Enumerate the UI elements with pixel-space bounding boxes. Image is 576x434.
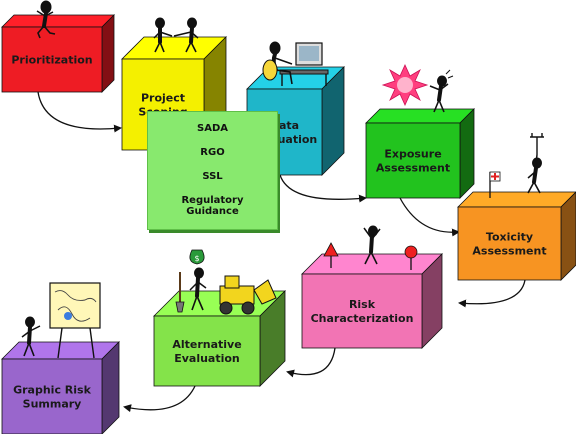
arrow-prioritization-to-scoping xyxy=(37,91,122,133)
sun-burst-icon xyxy=(381,64,429,106)
step-prioritization: Prioritization xyxy=(1,14,115,93)
cube-front xyxy=(365,122,461,199)
step-label-risk-characterization-1: Characterization xyxy=(311,312,414,325)
arrow-alternative-to-summary xyxy=(123,385,196,413)
cube-side xyxy=(459,108,475,199)
panel-item-ssl: SSL xyxy=(202,170,223,182)
stick-figure-prioritization xyxy=(36,0,56,39)
stick-figure-exposure xyxy=(429,69,454,113)
cube-front xyxy=(153,315,261,387)
arrow-data-to-exposure xyxy=(279,174,367,203)
stick-figure-alternative xyxy=(175,267,207,313)
cube-front xyxy=(1,26,103,93)
resources-panel: SADA RGO SSL Regulatory Guidance xyxy=(147,111,278,230)
desk-icon xyxy=(279,69,329,75)
step-label-alternative-evaluation-1: Evaluation xyxy=(174,352,240,365)
money-bag-icon: $ xyxy=(189,249,205,265)
cube-top xyxy=(457,191,576,208)
cube-top xyxy=(1,341,120,360)
step-label-project-scoping-0: Project xyxy=(141,92,185,105)
step-label-toxicity-assessment-0: Toxicity xyxy=(486,231,533,244)
svg-text:$: $ xyxy=(194,254,199,263)
step-label-exposure-assessment-1: Assessment xyxy=(376,162,450,175)
step-label-alternative-evaluation-0: Alternative xyxy=(172,338,241,351)
handshake-figures xyxy=(153,17,199,53)
arrow-risk-to-alternative xyxy=(286,347,336,378)
panel-item-sada: SADA xyxy=(197,122,228,134)
step-label-toxicity-assessment-1: Assessment xyxy=(472,245,546,258)
stop-sign-icon xyxy=(404,245,418,270)
cube-front xyxy=(301,273,423,349)
step-label-graphic-risk-summary-0: Graphic Risk xyxy=(13,384,91,397)
clipart-figures: $ xyxy=(21,0,544,359)
cube-top xyxy=(301,253,443,275)
step-label-risk-characterization-0: Risk xyxy=(349,298,376,311)
stick-figure-toxicity xyxy=(527,133,544,194)
balance-tray-icon xyxy=(530,133,544,155)
cube-side xyxy=(560,191,576,281)
cube-front xyxy=(457,206,562,281)
panel-item-rgo: RGO xyxy=(200,146,225,158)
chair-icon xyxy=(262,59,278,81)
stick-figure-risk xyxy=(363,225,381,265)
cube-side xyxy=(101,14,115,93)
stick-figure-summary xyxy=(21,316,41,357)
arrow-toxicity-to-risk xyxy=(458,279,526,308)
map-board-icon xyxy=(49,282,101,359)
cube-top xyxy=(1,14,115,28)
panel-item-regulatory-guidance: Regulatory Guidance xyxy=(181,194,244,217)
bulldozer-icon xyxy=(219,275,277,315)
cube-top xyxy=(365,108,475,124)
step-label-graphic-risk-summary-1: Summary xyxy=(23,398,82,411)
computer-user-figure xyxy=(262,41,329,86)
step-label-prioritization-0: Prioritization xyxy=(11,54,92,67)
arrow-exposure-to-toxicity xyxy=(399,197,460,237)
cube-front xyxy=(1,358,103,434)
warning-sign-icon xyxy=(323,242,339,268)
red-cross-flag-icon xyxy=(489,171,501,198)
step-label-exposure-assessment-0: Exposure xyxy=(384,148,441,161)
